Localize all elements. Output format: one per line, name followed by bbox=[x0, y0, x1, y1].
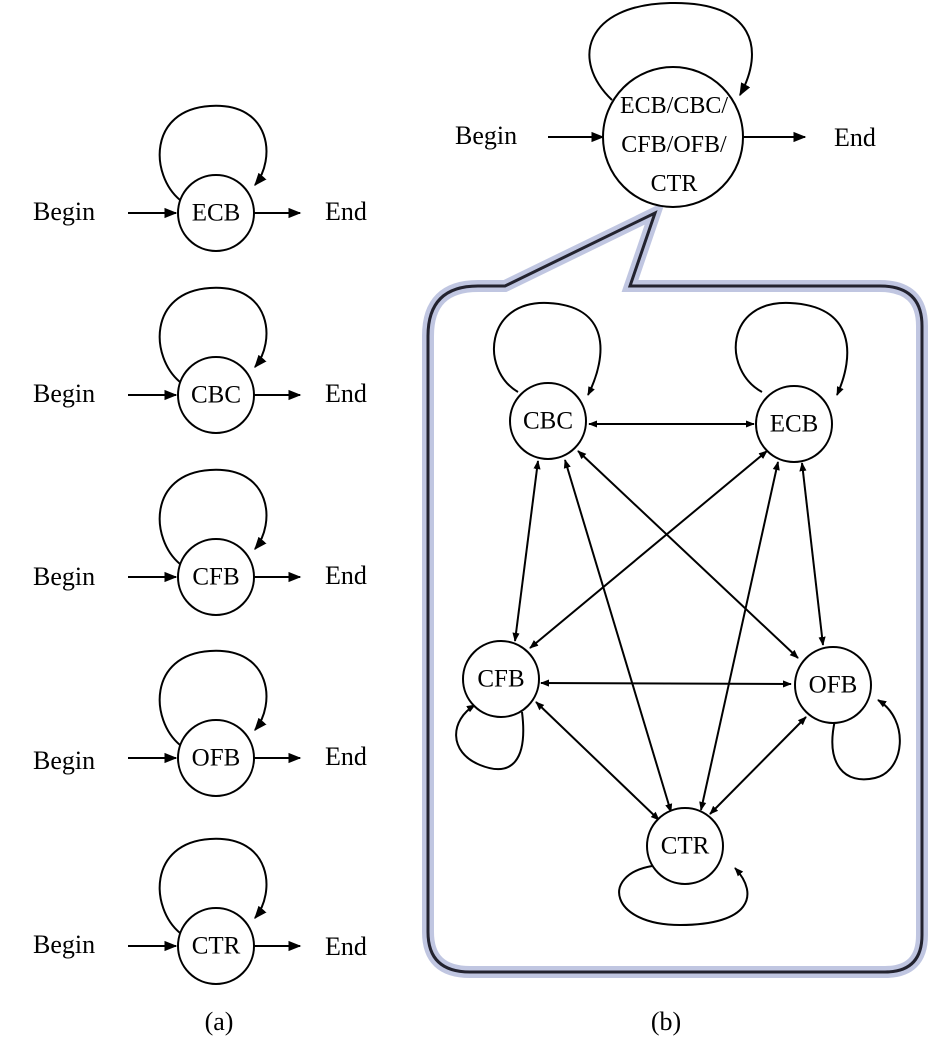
edge-cbc-ofb bbox=[577, 450, 799, 659]
callout-bubble bbox=[426, 210, 924, 974]
state-node-ctr bbox=[646, 807, 724, 885]
state-label: OFB bbox=[192, 745, 241, 772]
end-label: End bbox=[834, 123, 876, 152]
combined-state: Begin ECB/CBC/ CFB/OFB/ CTR End bbox=[455, 1, 876, 208]
row-ctr: Begin CTR End bbox=[33, 837, 367, 985]
state-nodes: CBC ECB CFB OFB CTR bbox=[462, 382, 872, 885]
self-loop bbox=[158, 468, 268, 565]
row-ofb: Begin OFB End bbox=[33, 649, 367, 797]
self-loops bbox=[455, 301, 901, 927]
state-label: CFB bbox=[192, 564, 239, 591]
self-loop-ofb bbox=[831, 699, 901, 781]
state-label-ofb: OFB bbox=[809, 672, 858, 699]
edge-ecb-cfb bbox=[529, 450, 768, 649]
self-loop bbox=[158, 649, 268, 746]
state-node-cbc bbox=[509, 382, 587, 460]
state-label-ctr: CTR bbox=[661, 833, 710, 860]
panel-b: Begin ECB/CBC/ CFB/OFB/ CTR End bbox=[422, 1, 928, 1036]
state-label-cfb: CFB bbox=[477, 666, 524, 693]
begin-label: Begin bbox=[33, 746, 95, 775]
self-loop bbox=[158, 286, 268, 383]
state-label-ecb: ECB bbox=[770, 411, 819, 438]
edge-cbc-ctr bbox=[563, 459, 673, 813]
row-cfb: Begin CFB End bbox=[33, 468, 367, 616]
begin-label: Begin bbox=[33, 379, 95, 408]
state-label-cbc: CBC bbox=[523, 408, 573, 435]
edge-ecb-ofb bbox=[799, 462, 826, 646]
begin-label: Begin bbox=[33, 197, 95, 226]
self-loop-ctr bbox=[618, 865, 749, 927]
end-label: End bbox=[325, 561, 367, 590]
self-loop bbox=[588, 1, 753, 101]
state-node-ecb bbox=[755, 385, 833, 463]
end-label: End bbox=[325, 197, 367, 226]
combined-state-line-1: ECB/CBC/ bbox=[620, 93, 728, 119]
self-loop bbox=[158, 837, 268, 934]
end-label: End bbox=[325, 742, 367, 771]
state-node-cfb bbox=[462, 640, 540, 718]
row-cbc: Begin CBC End bbox=[33, 286, 367, 434]
row-ecb: Begin ECB End bbox=[33, 104, 367, 252]
self-loop bbox=[158, 104, 268, 201]
caption-b: (b) bbox=[651, 1007, 681, 1036]
combined-state-line-3: CTR bbox=[651, 171, 698, 197]
panel-a: Begin ECB End Begin CBC End Begin CFB bbox=[33, 104, 367, 1036]
transition-edges bbox=[512, 420, 826, 821]
state-label: CBC bbox=[191, 382, 241, 409]
edge-cfb-ctr bbox=[535, 701, 660, 821]
edge-ofb-ctr bbox=[709, 716, 807, 815]
state-label: CTR bbox=[192, 933, 241, 960]
end-label: End bbox=[325, 379, 367, 408]
state-label: ECB bbox=[192, 200, 241, 227]
begin-label: Begin bbox=[455, 121, 517, 150]
combined-state-line-2: CFB/OFB/ bbox=[621, 132, 727, 158]
caption-a: (a) bbox=[205, 1007, 234, 1036]
end-label: End bbox=[325, 932, 367, 961]
state-node-ofb bbox=[794, 646, 872, 724]
self-loop-ecb bbox=[734, 301, 849, 396]
edge-cbc-cfb bbox=[512, 460, 541, 642]
self-loop-cbc bbox=[493, 301, 602, 396]
edge-cfb-ofb bbox=[540, 679, 792, 688]
begin-label: Begin bbox=[33, 930, 95, 959]
self-loop-cfb bbox=[455, 704, 525, 771]
begin-label: Begin bbox=[33, 562, 95, 591]
